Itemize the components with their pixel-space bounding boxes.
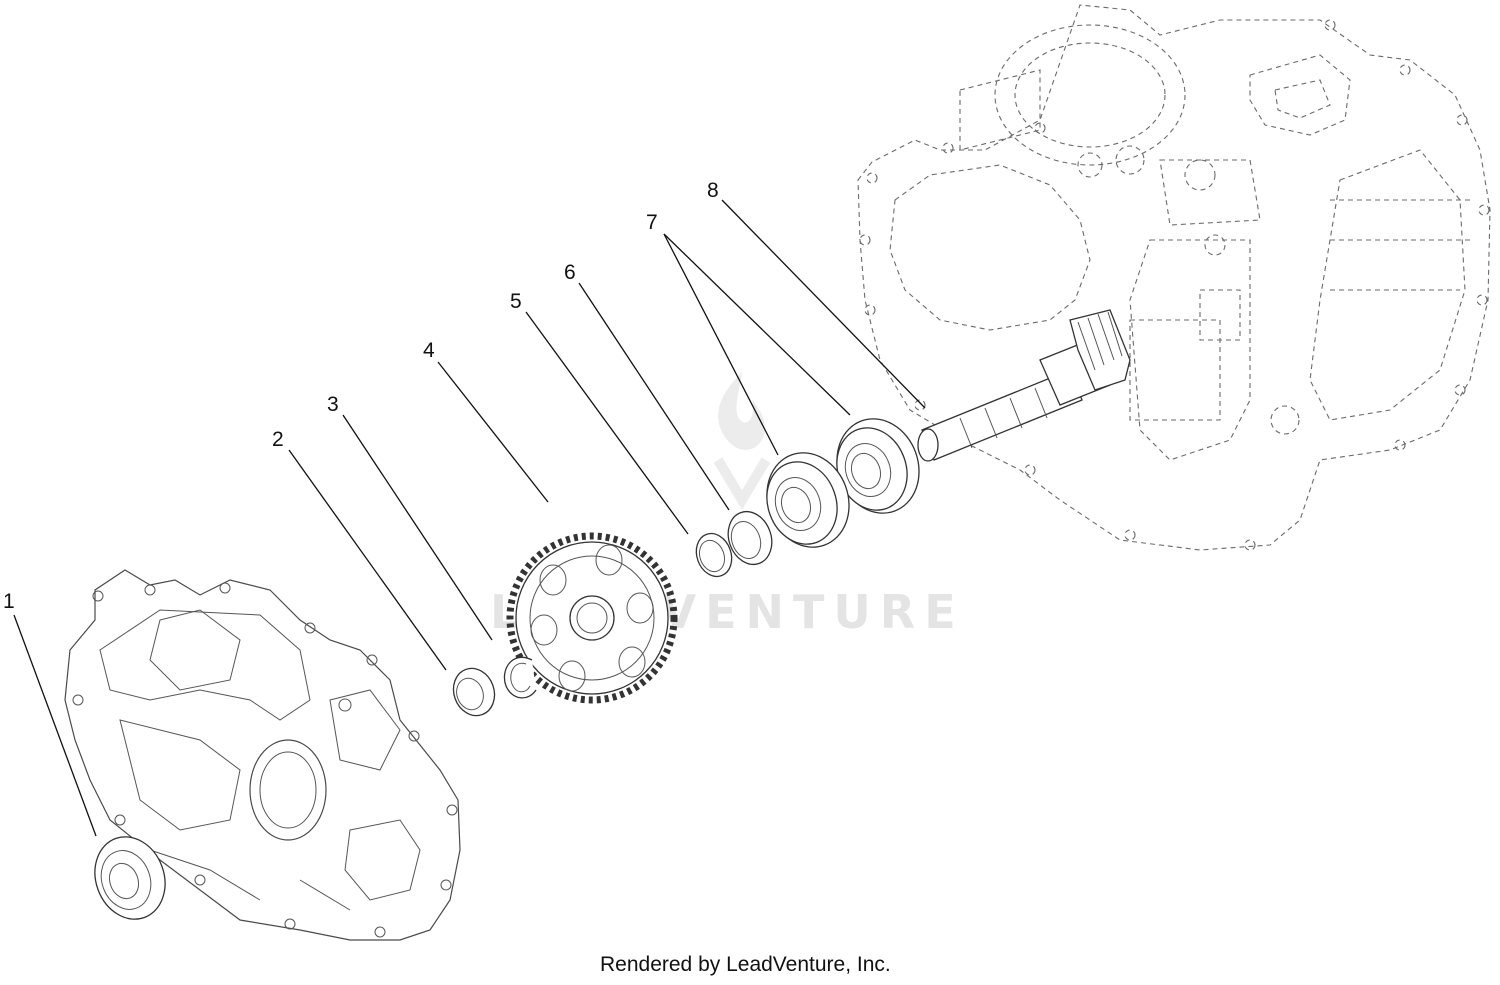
leader-4 [437, 361, 549, 503]
gear-part-4 [506, 532, 678, 704]
retaining-ring-part-3 [503, 656, 537, 699]
seal-part-2 [452, 667, 496, 717]
leader-1 [13, 614, 97, 837]
callout-2: 2 [272, 428, 284, 451]
leader-lines [13, 199, 926, 837]
leader-2 [288, 449, 447, 671]
spacer-part-6 [727, 510, 773, 566]
render-credit: Rendered by LeadVenture, Inc. [600, 953, 891, 976]
callout-1: 1 [3, 590, 15, 613]
callout-7: 7 [646, 211, 658, 234]
callout-8: 8 [707, 179, 719, 202]
bearing-part-7-small [766, 452, 850, 548]
snap-ring-part-5 [695, 532, 733, 578]
callout-6: 6 [564, 261, 576, 284]
leader-6 [578, 282, 730, 511]
shaft-part-8 [917, 309, 1131, 462]
transmission-housing [857, 4, 1491, 551]
callout-4: 4 [423, 339, 435, 362]
leader-7b [663, 233, 851, 416]
callout-3: 3 [327, 393, 339, 416]
bearing-part-7-large [836, 418, 920, 514]
case-cover-part-1 [64, 569, 461, 941]
callout-5: 5 [510, 290, 522, 313]
leader-7a [663, 233, 779, 456]
leader-5 [525, 311, 689, 535]
leader-3 [342, 414, 493, 641]
callout-labels: 1 2 3 4 5 6 7 8 [3, 179, 719, 613]
leader-8 [721, 199, 926, 409]
